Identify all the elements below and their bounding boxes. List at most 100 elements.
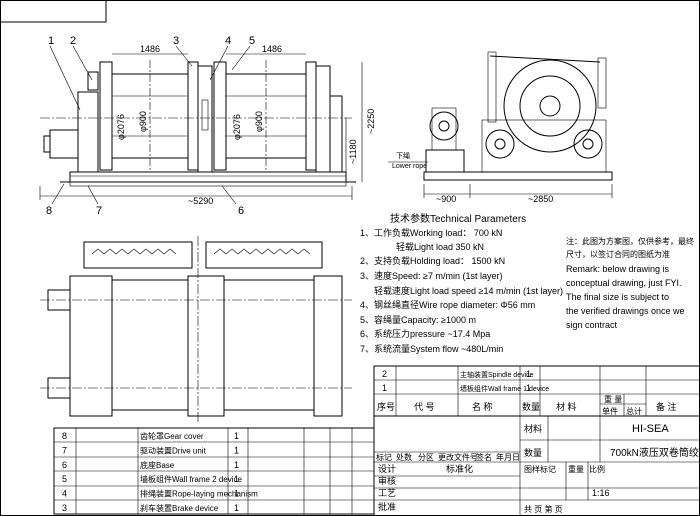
part-left-name: 排绳装置Rope-laying mechanism [140,489,258,499]
remark-line-5: The final size is subject to [566,292,669,302]
hdr-material: 材 料 [556,401,577,412]
hdr-name: 名 称 [472,401,493,412]
hdr-weight: 重 量 [604,394,622,404]
part-left-name: 齿轮罩Gear cover [140,431,204,441]
drive-unit [77,91,99,173]
part-left-name: 驱动装置Drive unit [140,445,207,455]
dim-drum-dia-1: φ900 [138,111,148,132]
remark-line-2: 尺寸，以签订合同的图纸为准 [566,249,670,259]
part-right-no: 2 [382,369,387,379]
dim-drum-length-2: 1486 [262,44,282,54]
part-left-qty: 1 [234,445,239,455]
tb-qty-label: 数量 [524,447,542,458]
plan-view [40,236,352,424]
part-right-no: 1 [382,383,387,393]
tb-scale-value: 1:16 [592,488,610,498]
wall-frame-right [315,65,331,173]
tb-stage-mark: 图样标记 [524,464,556,474]
tech-line-1: 1、工作负载Working load： 700 kN [360,227,502,238]
part-left-no: 4 [62,489,67,499]
tb-stage-scale: 比例 [589,464,605,474]
hdr-code: 代 号 [414,402,435,412]
balloon-3: 3 [173,35,179,47]
hdr-unit: 单件 [602,406,618,416]
plan-brake [187,275,225,417]
parts-list-left [53,427,375,515]
part-left-qty: 1 [234,489,239,499]
tech-line-7: 5、容绳量Capacity: ≥1000 m [360,314,476,325]
dim-base-length: ~5290 [188,196,213,206]
tb-row-approve: 批准 [378,501,396,512]
part-right-name: 主轴装置Spindle device [460,370,534,379]
hdr-remark: 备 注 [656,401,677,412]
tech-line-8: 6、系统压力pressure ~17.4 Mpa [360,328,490,339]
dim-flange-dia-2: φ2076 [232,114,242,140]
hdr-no: 序号 [377,401,395,412]
tb-row-process: 工艺 [378,488,396,498]
tb-row-design: 设计 [378,463,396,474]
tb-rev-sign: 签名 [476,452,492,462]
tb-rev-date: 年月日 [496,452,520,462]
part-left-name: 刹车装置Brake device [140,503,219,513]
plan-drive-unit [69,275,113,417]
lower-rope-sheave [429,111,459,141]
part-left-qty: 1 [234,431,239,441]
base-frame [69,171,347,183]
remark-line-6: the verified drawings once we [566,306,685,316]
part-left-no: 5 [62,474,67,484]
part-left-no: 6 [62,460,67,470]
balloon-5: 5 [249,35,255,47]
plan-drum-1 [111,279,189,411]
balloon-1: 1 [48,35,54,47]
tech-title: 技术参数Technical Parameters [390,212,526,225]
tech-line-2: 轻载Light load 350 kN [396,241,484,252]
dim-side-900: ~900 [436,194,456,204]
tech-line-5: 轻载速度Light load speed ≥14 m/min (1st laye… [374,285,563,296]
remark-line-7: sign contract [566,320,618,330]
balloon-6: 6 [238,205,244,217]
part-left-qty: 1 [234,460,239,470]
side-gear-left [485,129,515,159]
tb-rev-zone: 分区 [418,453,434,462]
part-left-qty: 1 [234,474,239,484]
remark-line-3: Remark: below drawing is [566,264,670,274]
tech-line-6: 4、钢丝绳直径Wire rope diameter: Φ56 mm [360,299,535,310]
balloon-2: 2 [70,35,76,47]
lower-rope-label-cn: 下绳 [396,151,410,160]
balloon-4: 4 [225,35,231,47]
lower-rope-label-en: Lower rope [392,163,427,170]
balloon-7: 7 [96,205,102,217]
side-base [423,171,613,181]
side-drum-flange [503,59,597,153]
technical-parameters: 技术参数Technical Parameters 1、工作负载Working l… [360,212,563,354]
hdr-total: 总计 [626,406,642,416]
part-left-no: 3 [62,503,67,513]
gear-cover [49,129,79,159]
remark-line-1: 注：此图为方案图，仅供参考，最终 [566,236,694,246]
tb-rev-doc: 更改文件号 [438,452,478,462]
rope-laying-bar-2 [205,241,323,269]
rope-laying-bar-1 [83,241,193,269]
tb-company: HI-SEA [632,423,669,435]
tb-row-review: 审核 [378,475,396,486]
dim-height-total: ~2250 [366,109,376,134]
brake-device-front [197,65,213,173]
dim-drum-length-1: 1486 [140,44,160,54]
dim-side-2850: ~2850 [528,194,553,204]
tech-line-9: 7、系统流量System flow ~480L/min [360,343,503,354]
tb-rev-mark: 标记 [376,452,392,462]
drum-1 [99,60,199,172]
parts-header: 序号 代 号 名 称 数量 材 料 重 量 单件 总计 备 注 [377,394,677,416]
front-view: 1 2 3 4 5 8 7 6 1486 1486 φ2076 φ900 φ20… [39,35,376,217]
part-right-name: 墙板组件Wall frame 1 device [460,384,549,393]
title-block [373,415,700,516]
side-gear-right [573,129,603,159]
dim-height-low: ~1180 [348,139,358,164]
plan-wall-frame [313,275,343,417]
corner-stamp-box [0,0,107,23]
dimension-lines [39,53,363,200]
part-left-no: 7 [62,445,67,455]
balloon-leaders [49,45,251,205]
